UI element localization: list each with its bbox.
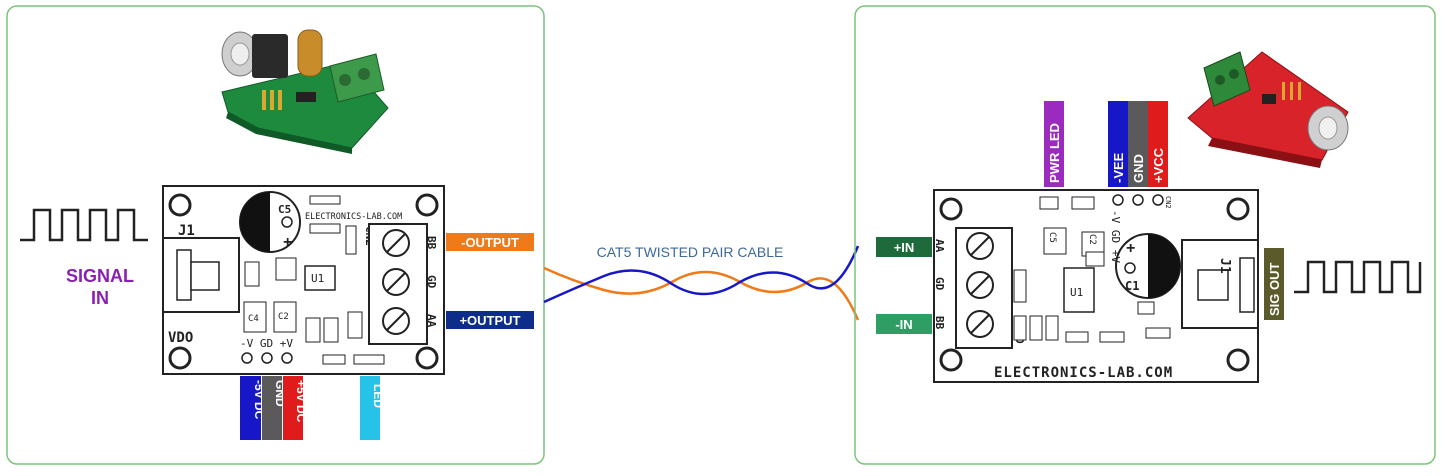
right-c2-label: C2 bbox=[1087, 234, 1097, 245]
right-module-photo bbox=[1187, 51, 1349, 168]
pos-output-tag-bg bbox=[446, 311, 534, 329]
left-terminal-gd: GD bbox=[425, 275, 438, 289]
sig-out-tag-bg bbox=[1264, 248, 1284, 320]
pos-output-tag: +OUTPUT bbox=[459, 313, 520, 328]
left-terminal-bb: BB bbox=[425, 236, 438, 250]
right-u1-label: U1 bbox=[1070, 286, 1083, 299]
left-c2-label: C2 bbox=[278, 312, 289, 322]
led-tag-bg bbox=[360, 376, 380, 440]
vcc-tag-bg bbox=[1148, 101, 1168, 187]
left-c5-plus: + bbox=[283, 234, 292, 251]
pos5v-tag-bg bbox=[283, 376, 303, 440]
vcc-tag: +VCC bbox=[1151, 147, 1166, 183]
signal-in-label-2: IN bbox=[91, 288, 109, 308]
pos-in-tag-bg bbox=[876, 237, 932, 257]
right-terminal-gd: GD bbox=[933, 277, 946, 291]
signal-in-label: SIGNAL bbox=[66, 266, 134, 286]
pos-in-tag: +IN bbox=[894, 240, 915, 255]
sig-out-tag: SIG OUT bbox=[1267, 262, 1282, 316]
left-module-photo bbox=[221, 29, 389, 154]
pos5v-tag: +5V DC bbox=[294, 380, 308, 423]
left-c4-label: C4 bbox=[248, 314, 259, 324]
gnd-tag-bg bbox=[262, 376, 282, 440]
neg-in-tag-bg bbox=[876, 314, 932, 334]
cable-label: CAT5 TWISTED PAIR CABLE bbox=[597, 244, 784, 260]
neg-output-tag-bg bbox=[446, 233, 534, 251]
square-wave-out bbox=[1294, 260, 1422, 294]
gnd-right-tag: GND bbox=[1131, 154, 1146, 183]
right-c5-label: C5 bbox=[1047, 232, 1057, 243]
vee-tag-bg bbox=[1108, 101, 1128, 187]
left-c5-label: C5 bbox=[278, 203, 291, 216]
left-panel bbox=[6, 5, 545, 465]
right-c1-label: C1 bbox=[1125, 279, 1139, 293]
left-pin-labels: -V GD +V bbox=[240, 337, 293, 350]
left-j1-label: J1 bbox=[178, 223, 195, 239]
square-wave-in bbox=[20, 208, 148, 242]
right-panel bbox=[854, 5, 1436, 465]
neg-output-tag: -OUTPUT bbox=[461, 235, 519, 250]
pwr-led-tag: PWR LED bbox=[1047, 123, 1062, 183]
left-brand: ELECTRONICS-LAB.COM bbox=[305, 212, 402, 222]
neg-in-tag: -IN bbox=[895, 317, 912, 332]
left-terminal-aa: AA bbox=[425, 314, 438, 328]
right-terminal-aa: AA bbox=[933, 239, 946, 253]
led-tag: LED bbox=[371, 384, 385, 408]
right-terminal-bb: BB bbox=[933, 316, 946, 330]
pwr-led-tag-bg bbox=[1044, 101, 1064, 187]
right-board: AA GD BB CN1 ELECTRONICS-LAB.COM + C1 U1… bbox=[933, 189, 1259, 383]
gnd-right-tag-bg bbox=[1128, 101, 1148, 187]
neg5v-tag-bg bbox=[240, 376, 261, 440]
left-u1-label: U1 bbox=[311, 272, 324, 285]
left-vdo-label: VDO bbox=[168, 330, 193, 346]
left-board: C5 + J1 VDO ELECTRONICS-LAB.COM U1 C4 C2… bbox=[162, 185, 445, 375]
right-cn2-label: CN2 bbox=[1164, 196, 1172, 209]
right-c1-plus: + bbox=[1126, 240, 1135, 257]
right-pin-labels: -V GD +V bbox=[1109, 210, 1122, 263]
right-brand: ELECTRONICS-LAB.COM bbox=[994, 365, 1173, 381]
right-j1-label: J1 bbox=[1217, 258, 1232, 274]
twisted-pair-cable bbox=[543, 245, 860, 321]
vee-tag: -VEE bbox=[1111, 152, 1126, 183]
